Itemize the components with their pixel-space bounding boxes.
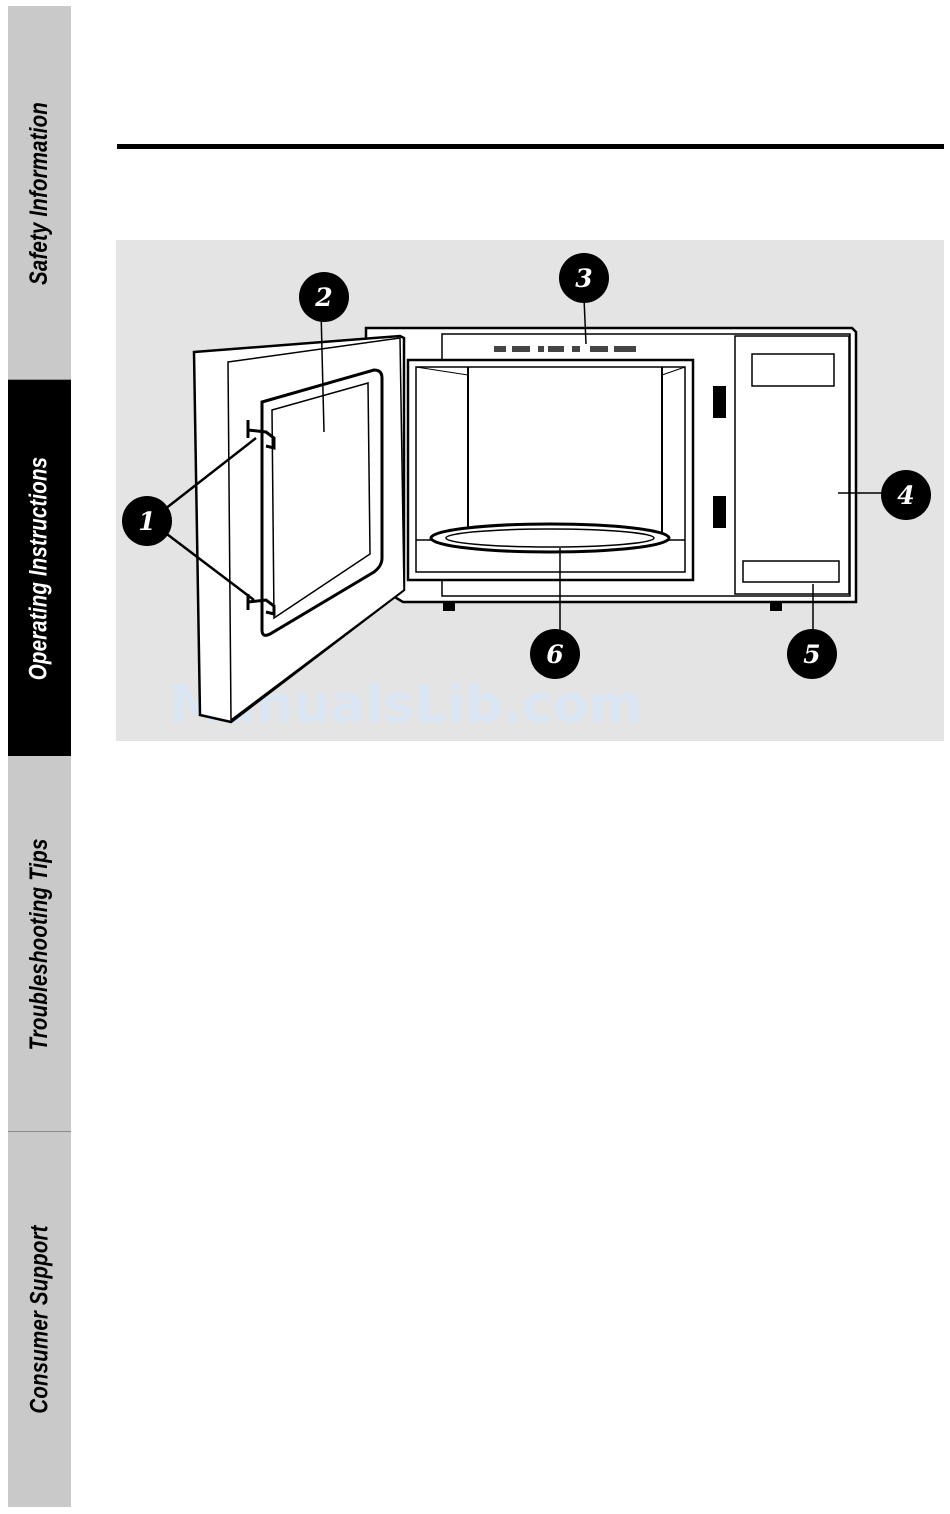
header-rule	[117, 144, 944, 149]
tab-troubleshooting-tips[interactable]: Troubleshooting Tips	[8, 756, 71, 1132]
callout-2-number: 2	[314, 283, 332, 312]
callout-6: 6	[530, 629, 580, 679]
microwave-diagram: ManualsLib.com	[116, 240, 944, 741]
door-release-button	[743, 561, 839, 582]
callout-5-number: 5	[803, 640, 820, 669]
callout-5: 5	[787, 629, 837, 679]
tab-consumer-support[interactable]: Consumer Support	[8, 1132, 71, 1507]
tab-operating-instructions-label: Operating Instructions	[25, 456, 54, 679]
tab-operating-instructions[interactable]: Operating Instructions	[8, 380, 71, 756]
callout-2: 2	[299, 272, 349, 322]
display-window	[752, 354, 834, 386]
oven-door	[194, 336, 404, 722]
door-latch-slot	[713, 496, 726, 528]
side-tab-navigation: Safety Information Operating Instruction…	[8, 6, 71, 1507]
callout-1-number: 1	[138, 507, 155, 536]
microwave-illustration: ManualsLib.com	[116, 240, 944, 741]
tab-safety-information-label: Safety Information	[25, 102, 54, 285]
turntable	[431, 524, 669, 552]
tab-troubleshooting-tips-label: Troubleshooting Tips	[25, 838, 54, 1050]
tab-safety-information[interactable]: Safety Information	[8, 6, 71, 380]
door-latch-slot	[713, 386, 726, 418]
callout-4: 4	[881, 470, 931, 520]
callout-4-number: 4	[897, 481, 914, 510]
callout-6-number: 6	[546, 640, 563, 669]
callout-1: 1	[122, 496, 172, 546]
callout-3: 3	[559, 253, 609, 303]
callout-3-number: 3	[575, 264, 592, 293]
control-panel	[735, 336, 849, 594]
tab-consumer-support-label: Consumer Support	[25, 1225, 54, 1413]
